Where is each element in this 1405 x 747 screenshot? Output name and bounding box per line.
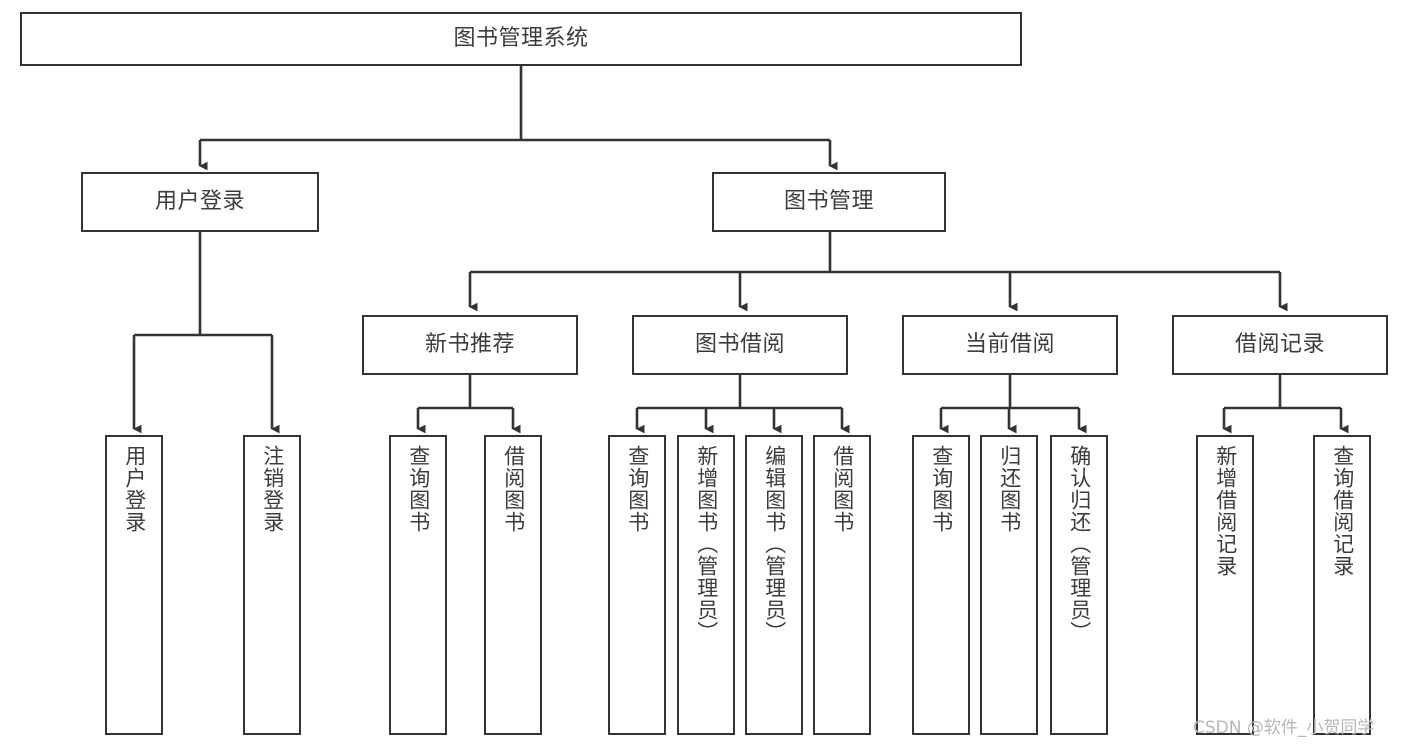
node-book-borrow[interactable]: 图书借阅 [632, 315, 848, 375]
node-leaf-add-record-label: 新增借阅记录 [1213, 445, 1238, 577]
node-leaf-add-book-label: 新增图书（管理员） [694, 445, 719, 643]
node-leaf-borrow-book-2-label: 借阅图书 [830, 445, 855, 533]
node-leaf-edit-book[interactable]: 编辑图书（管理员） [745, 435, 803, 735]
node-current-borrow[interactable]: 当前借阅 [902, 315, 1118, 375]
node-leaf-return-book-label: 归还图书 [997, 445, 1022, 533]
node-leaf-query-book-3-label: 查询图书 [929, 445, 954, 533]
node-leaf-logout[interactable]: 注销登录 [243, 435, 301, 735]
node-leaf-query-book-1-label: 查询图书 [406, 445, 431, 533]
node-leaf-query-book-3[interactable]: 查询图书 [912, 435, 970, 735]
node-leaf-confirm-return-label: 确认归还（管理员） [1067, 445, 1092, 643]
node-leaf-user-login[interactable]: 用户登录 [105, 435, 163, 735]
node-new-book-rec-label: 新书推荐 [424, 332, 515, 358]
node-leaf-logout-label: 注销登录 [260, 445, 285, 533]
node-leaf-return-book[interactable]: 归还图书 [980, 435, 1038, 735]
node-user-login[interactable]: 用户登录 [81, 172, 319, 232]
node-leaf-user-login-label: 用户登录 [122, 445, 147, 533]
node-leaf-query-record[interactable]: 查询借阅记录 [1313, 435, 1371, 735]
node-borrow-record[interactable]: 借阅记录 [1172, 315, 1388, 375]
node-leaf-query-book-1[interactable]: 查询图书 [389, 435, 447, 735]
node-borrow-record-label: 借阅记录 [1234, 332, 1325, 358]
node-root[interactable]: 图书管理系统 [20, 12, 1022, 66]
node-leaf-confirm-return[interactable]: 确认归还（管理员） [1050, 435, 1108, 735]
node-book-manage[interactable]: 图书管理 [712, 172, 946, 232]
node-leaf-borrow-book-2[interactable]: 借阅图书 [813, 435, 871, 735]
node-current-borrow-label: 当前借阅 [964, 332, 1055, 358]
node-leaf-query-book-2[interactable]: 查询图书 [608, 435, 666, 735]
node-leaf-borrow-book-1-label: 借阅图书 [501, 445, 526, 533]
node-root-label: 图书管理系统 [453, 26, 589, 52]
node-book-borrow-label: 图书借阅 [694, 332, 785, 358]
node-leaf-borrow-book-1[interactable]: 借阅图书 [484, 435, 542, 735]
node-leaf-query-record-label: 查询借阅记录 [1330, 445, 1355, 577]
node-leaf-add-book[interactable]: 新增图书（管理员） [677, 435, 735, 735]
node-leaf-add-record[interactable]: 新增借阅记录 [1196, 435, 1254, 735]
node-leaf-query-book-2-label: 查询图书 [625, 445, 650, 533]
node-book-manage-label: 图书管理 [783, 189, 874, 215]
watermark: CSDN @软件_小贺同学 [1193, 718, 1375, 738]
node-leaf-edit-book-label: 编辑图书（管理员） [762, 445, 787, 643]
node-new-book-rec[interactable]: 新书推荐 [362, 315, 578, 375]
node-user-login-label: 用户登录 [154, 189, 245, 215]
